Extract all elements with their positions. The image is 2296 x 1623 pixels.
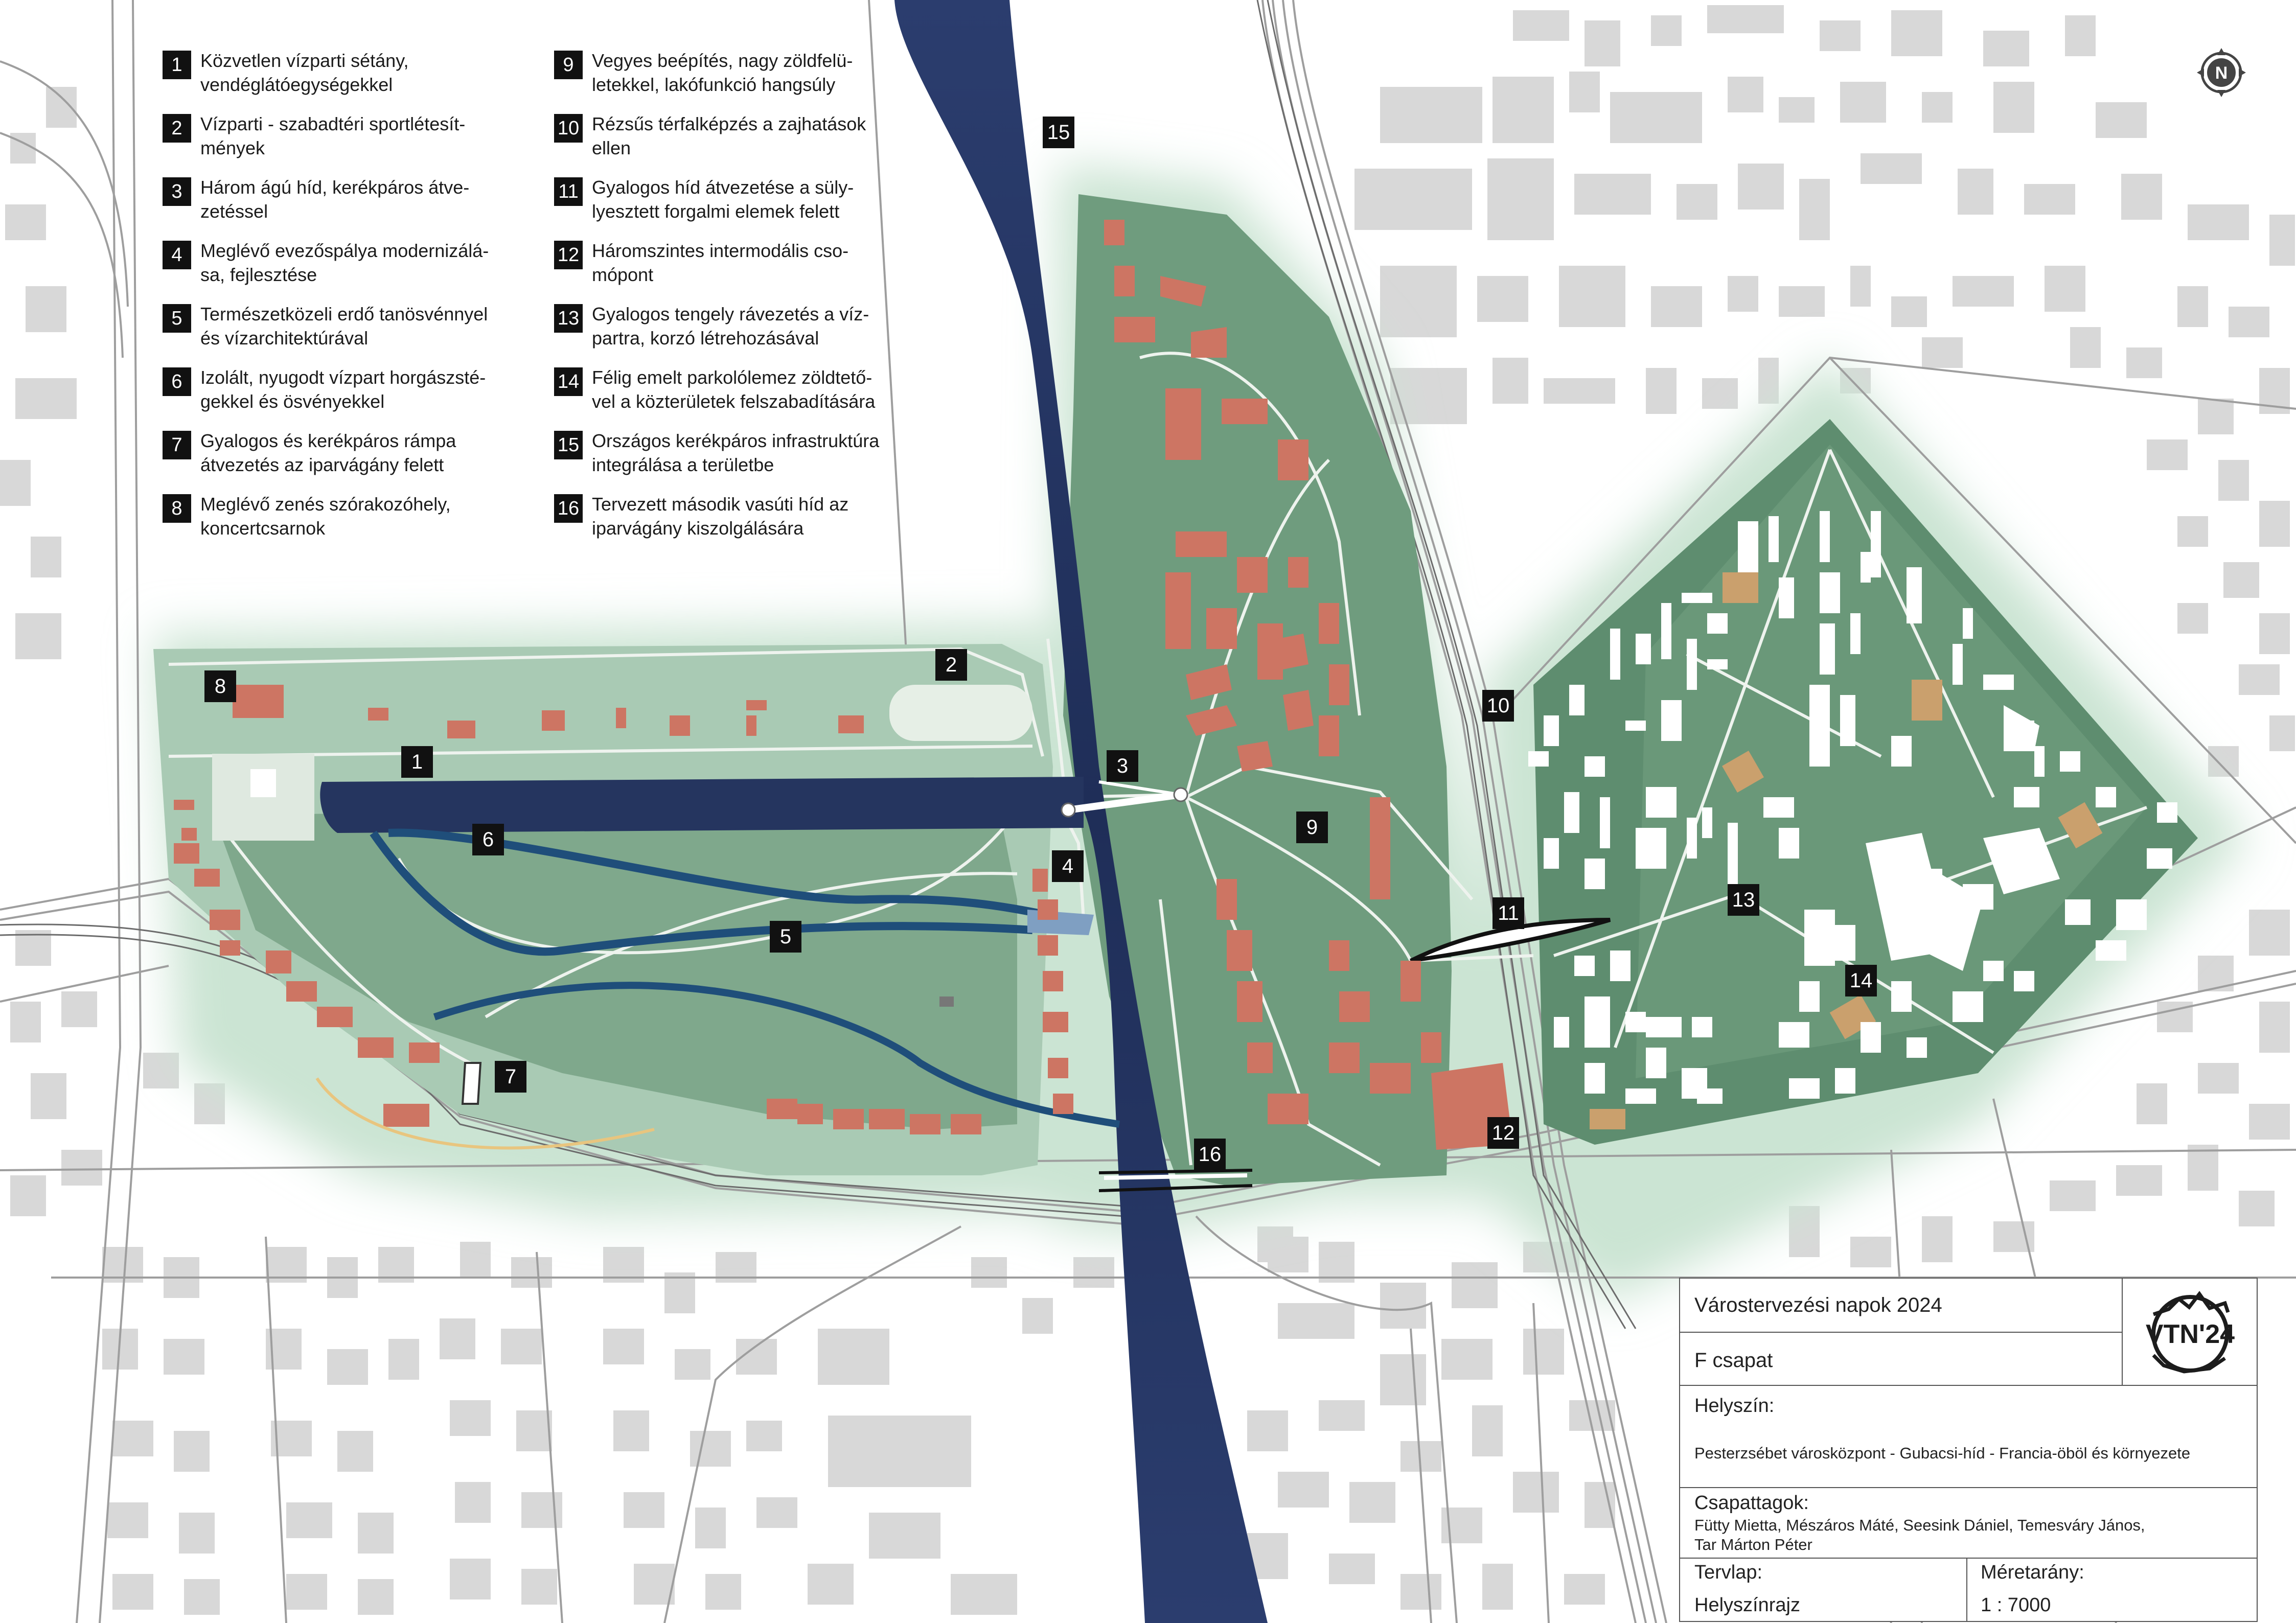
- title-block: Várostervezési napok 2024 F csapat VTN'2…: [1679, 1278, 2258, 1622]
- cycle-route: [315, 1077, 655, 1150]
- map-tag-3: 3: [1107, 750, 1138, 782]
- map-tag-5: 5: [770, 921, 801, 953]
- vtn-logo: VTN'24: [2122, 1279, 2258, 1385]
- map-tag-15: 15: [1043, 117, 1074, 148]
- map-tag-10: 10: [1482, 690, 1514, 722]
- map-tag-12: 12: [1487, 1117, 1519, 1149]
- plan-label: Tervlap:: [1694, 1562, 1763, 1583]
- title-row-location: Helyszín: Pesterzsébet városközpont - Gu…: [1680, 1385, 2257, 1488]
- location-value: Pesterzsébet városközpont - Gubacsi-híd …: [1694, 1444, 2191, 1462]
- map-tag-16: 16: [1194, 1139, 1226, 1170]
- map-tag-1: 1: [401, 746, 433, 778]
- parking-decks: [1590, 572, 2103, 1129]
- map-tag-6: 6: [472, 824, 504, 855]
- team-name: F csapat: [1694, 1349, 1773, 1372]
- map-tag-4: 4: [1052, 850, 1084, 882]
- members-value: Fütty Mietta, Mészáros Máté, Seesink Dán…: [1694, 1516, 2145, 1554]
- title-row-team: F csapat: [1680, 1332, 2122, 1386]
- title-row-members: Csapattagok: Fütty Mietta, Mészáros Máté…: [1680, 1486, 2257, 1559]
- bridges: [461, 780, 1611, 1192]
- scale-label: Méretarány:: [1981, 1562, 2084, 1583]
- map-tag-9: 9: [1296, 812, 1328, 843]
- map-tag-13: 13: [1728, 884, 1759, 916]
- event-title: Várostervezési napok 2024: [1694, 1294, 1942, 1316]
- plan-value: Helyszínrajz: [1694, 1594, 1800, 1616]
- map-tag-11: 11: [1493, 897, 1524, 929]
- waterways: [320, 0, 1268, 1623]
- north-arrow-icon: N: [2196, 47, 2247, 98]
- logo-text: VTN'24: [2146, 1319, 2235, 1349]
- members-label: Csapattagok:: [1694, 1492, 1809, 1514]
- map-tag-14: 14: [1845, 965, 1877, 996]
- existing-blocks-east: [1528, 511, 2177, 1104]
- compass-letter: N: [2215, 63, 2228, 83]
- footpaths: [168, 352, 2148, 1167]
- map-tag-2: 2: [935, 649, 967, 681]
- map-tag-8: 8: [204, 670, 236, 702]
- location-label: Helyszín:: [1694, 1395, 1775, 1417]
- plan-divider: [1966, 1558, 1967, 1621]
- title-row-plan: Tervlap: Helyszínrajz Méretarány: 1 : 70…: [1680, 1558, 2257, 1621]
- map-tag-7: 7: [495, 1061, 526, 1093]
- title-row-event: Várostervezési napok 2024: [1680, 1279, 2122, 1333]
- scale-value: 1 : 7000: [1981, 1594, 2051, 1616]
- existing-venue: [212, 685, 1032, 841]
- kiosk: [939, 996, 954, 1007]
